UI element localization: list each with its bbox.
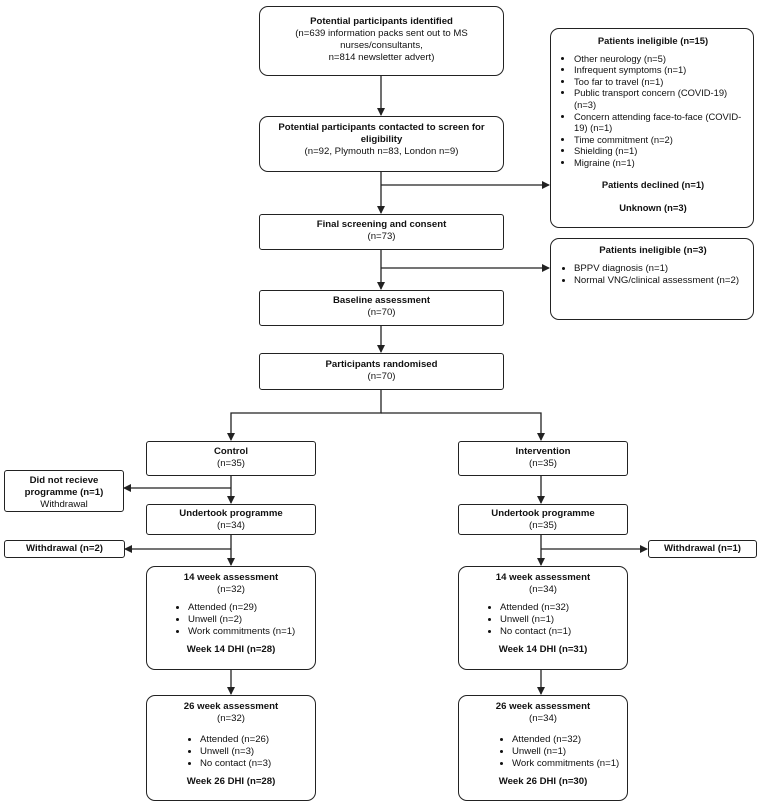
ineligible1-title: Patients ineligible (n=15)	[597, 35, 709, 46]
list-item: Unwell (n=1)	[512, 746, 627, 758]
list-item: Infrequent symptoms (n=1)	[574, 64, 745, 76]
split-line	[227, 390, 382, 441]
intervention-wk26-dhi: Week 26 DHI (n=30)	[498, 776, 588, 787]
list-item: No contact (n=1)	[500, 626, 627, 638]
control-undertook-box: Undertook programme (n=34)	[146, 504, 316, 535]
intervention-undertook-sub: (n=35)	[529, 520, 557, 531]
intervention-undertook-box: Undertook programme (n=35)	[458, 504, 628, 535]
intervention-wk14-box: 14 week assessment (n=34) Attended (n=32…	[458, 566, 628, 670]
intervention-withdrawal-box: Withdrawal (n=1)	[648, 540, 757, 558]
contacted-sub: (n=92, Plymouth n=83, London n=9)	[304, 146, 459, 157]
control-wk14-sub: (n=32)	[217, 584, 245, 595]
intervention-withdrawal-label: Withdrawal (n=1)	[664, 543, 741, 554]
randomised-title: Participants randomised	[325, 359, 438, 370]
control-undertook-sub: (n=34)	[217, 520, 245, 531]
list-item: Concern attending face-to-face (COVID-19…	[574, 111, 745, 134]
ineligible2-box: Patients ineligible (n=3) BPPV diagnosis…	[550, 238, 754, 320]
intervention-wk14-list: Attended (n=32) Unwell (n=1) No contact …	[487, 602, 627, 638]
control-wk14-dhi: Week 14 DHI (n=28)	[186, 644, 276, 655]
baseline-box: Baseline assessment (n=70)	[259, 290, 504, 326]
control-wk14-list: Attended (n=29) Unwell (n=2) Work commit…	[175, 602, 315, 638]
intervention-wk14-dhi: Week 14 DHI (n=31)	[498, 644, 588, 655]
control-wk14-box: 14 week assessment (n=32) Attended (n=29…	[146, 566, 316, 670]
intervention-box: Intervention (n=35)	[458, 441, 628, 476]
intervention-undertook-title: Undertook programme	[491, 508, 595, 519]
list-item: Attended (n=32)	[500, 602, 627, 614]
intervention-wk14-sub: (n=34)	[529, 584, 557, 595]
list-item: Migraine (n=1)	[574, 157, 745, 169]
control-withdrawal-label: Withdrawal (n=2)	[26, 543, 103, 554]
not-received-title: Did not recieve programme (n=1)	[24, 475, 104, 498]
ineligible2-list: BPPV diagnosis (n=1) Normal VNG/clinical…	[561, 263, 745, 287]
list-item: Attended (n=29)	[188, 602, 315, 614]
baseline-title: Baseline assessment	[332, 295, 431, 306]
control-wk26-sub: (n=32)	[217, 713, 245, 724]
baseline-sub: (n=70)	[367, 307, 396, 318]
ineligible1-box: Patients ineligible (n=15) Other neurolo…	[550, 28, 754, 228]
final-screening-title: Final screening and consent	[316, 219, 447, 230]
list-item: Attended (n=26)	[200, 734, 315, 746]
control-wk26-box: 26 week assessment (n=32) Attended (n=26…	[146, 695, 316, 801]
intervention-wk14-title: 14 week assessment	[495, 572, 591, 583]
intervention-wk26-list: Attended (n=32) Unwell (n=1) Work commit…	[499, 734, 627, 770]
identified-title: Potential participants identified	[310, 16, 453, 27]
contacted-title: Potential participants contacted to scre…	[278, 122, 485, 145]
intervention-wk26-box: 26 week assessment (n=34) Attended (n=32…	[458, 695, 628, 801]
list-item: Unwell (n=1)	[500, 614, 627, 626]
list-item: Other neurology (n=5)	[574, 53, 745, 65]
control-title: Control	[213, 446, 249, 457]
declined-label: Patients declined (n=1)	[601, 178, 705, 190]
control-withdrawal-box: Withdrawal (n=2)	[4, 540, 125, 558]
randomised-sub: (n=70)	[367, 371, 396, 382]
list-item: Too far to travel (n=1)	[574, 76, 745, 88]
ineligible1-list: Other neurology (n=5) Infrequent symptom…	[561, 53, 745, 169]
split-line-right	[381, 412, 545, 441]
intervention-wk26-title: 26 week assessment	[495, 701, 591, 712]
final-screening-box: Final screening and consent (n=73)	[259, 214, 504, 250]
list-item: Public transport concern (COVID-19) (n=3…	[574, 87, 745, 110]
unknown-label: Unknown (n=3)	[619, 202, 687, 214]
list-item: Attended (n=32)	[512, 734, 627, 746]
intervention-wk26-sub: (n=34)	[529, 713, 557, 724]
control-wk26-dhi: Week 26 DHI (n=28)	[186, 776, 276, 787]
identified-line: (n=639 information packs sent out to MS	[295, 28, 468, 39]
list-item: Shielding (n=1)	[574, 145, 745, 157]
intervention-title: Intervention	[515, 446, 571, 457]
randomised-box: Participants randomised (n=70)	[259, 353, 504, 390]
ineligible2-title: Patients ineligible (n=3)	[599, 245, 707, 256]
identified-line: nurses/consultants,	[340, 40, 423, 51]
list-item: Work commitments (n=1)	[512, 758, 627, 770]
list-item: Unwell (n=2)	[188, 614, 315, 626]
control-sub: (n=35)	[217, 458, 245, 469]
control-box: Control (n=35)	[146, 441, 316, 476]
identified-line: n=814 newsletter advert)	[328, 52, 435, 63]
list-item: Unwell (n=3)	[200, 746, 315, 758]
control-undertook-title: Undertook programme	[179, 508, 283, 519]
list-item: No contact (n=3)	[200, 758, 315, 770]
control-wk26-list: Attended (n=26) Unwell (n=3) No contact …	[187, 734, 315, 770]
list-item: BPPV diagnosis (n=1)	[574, 263, 745, 275]
list-item: Time commitment (n=2)	[574, 134, 745, 146]
identified-box: Potential participants identified (n=639…	[259, 6, 504, 76]
control-wk26-title: 26 week assessment	[183, 701, 279, 712]
not-received-sub: Withdrawal	[40, 499, 88, 510]
not-received-box: Did not recieve programme (n=1) Withdraw…	[4, 470, 124, 512]
control-wk14-title: 14 week assessment	[183, 572, 279, 583]
intervention-sub: (n=35)	[529, 458, 557, 469]
contacted-box: Potential participants contacted to scre…	[259, 116, 504, 172]
final-screening-sub: (n=73)	[367, 231, 396, 242]
list-item: Normal VNG/clinical assessment (n=2)	[574, 275, 745, 287]
list-item: Work commitments (n=1)	[188, 626, 315, 638]
